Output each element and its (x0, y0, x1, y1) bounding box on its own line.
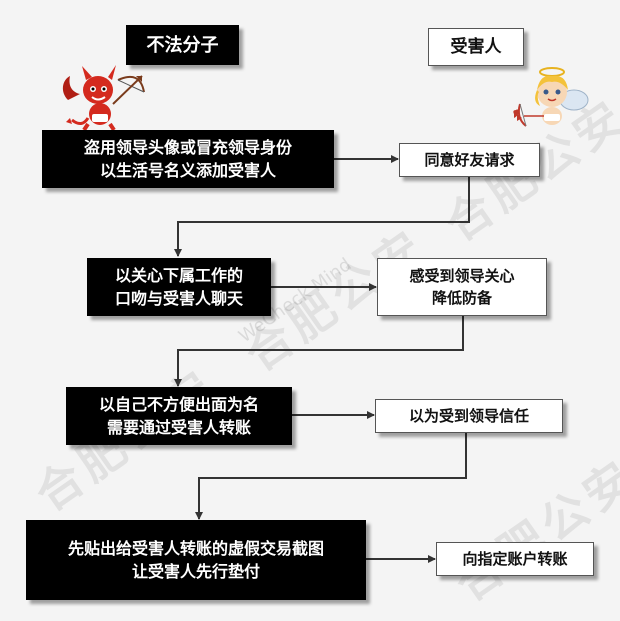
victim-header: 受害人 (428, 28, 524, 66)
action-step-4: 先贴出给受害人转账的虚假交易截图 让受害人先行垫付 (26, 520, 366, 600)
response-step-2: 感受到领导关心 降低防备 (377, 258, 547, 316)
response-step-4: 向指定账户转账 (436, 542, 594, 576)
devil-icon (62, 65, 145, 132)
action-step-2: 以关心下属工作的 口吻与受害人聊天 (87, 258, 271, 316)
arrow-to-action-2 (174, 176, 470, 257)
arrow-to-action-3 (174, 316, 464, 387)
response-step-1: 同意好友请求 (399, 143, 540, 177)
action-step-3: 以自己不方便出面为名 需要通过受害人转账 (66, 387, 292, 445)
perpetrator-header: 不法分子 (126, 25, 239, 65)
response-step-3: 以为受到领导信任 (375, 399, 563, 433)
arrow-to-action-4 (195, 432, 467, 520)
action-step-1: 盗用领导头像或冒充领导身份 以生活号名义添加受害人 (42, 130, 334, 188)
cupid-angel-icon (513, 67, 589, 127)
